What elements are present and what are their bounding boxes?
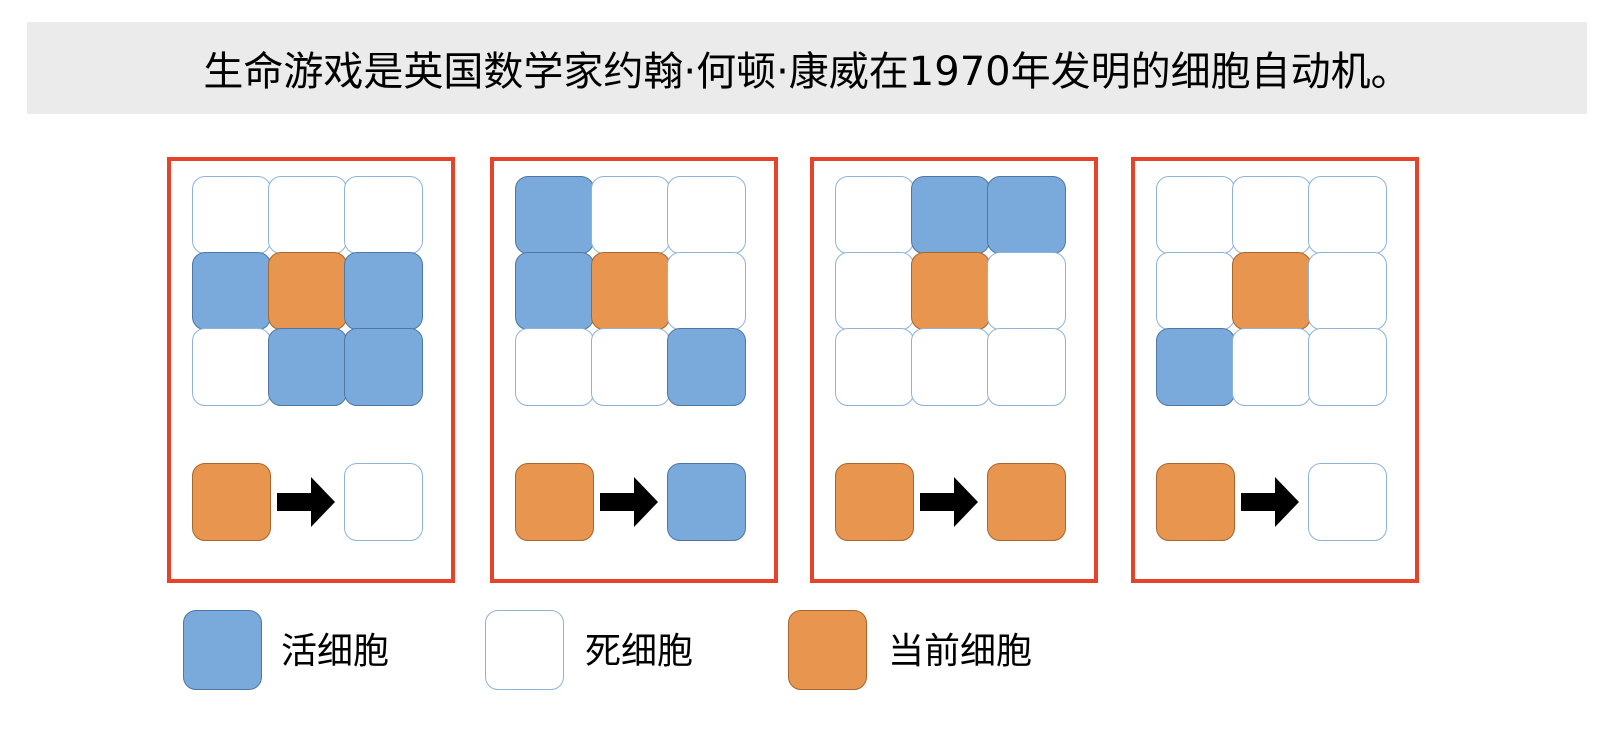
right-arrow-icon	[920, 477, 978, 527]
grid-cell-dead	[1156, 252, 1235, 330]
grid-cell-alive	[667, 328, 746, 406]
grid-cell-dead	[911, 328, 990, 406]
grid-cell-dead	[1308, 252, 1387, 330]
grid-cell-dead	[192, 328, 271, 406]
right-arrow-icon	[277, 477, 335, 527]
grid-cell-dead	[667, 176, 746, 254]
legend-label-alive: 活细胞	[281, 631, 390, 672]
grid-cell-dead	[1232, 176, 1311, 254]
grid-cell-alive	[344, 328, 423, 406]
grid-cell-dead	[1232, 328, 1311, 406]
grid-cell-dead	[591, 328, 670, 406]
grid-cell-dead	[268, 176, 347, 254]
grid-cell-current	[1232, 252, 1311, 330]
grid-cell-current	[591, 252, 670, 330]
grid-cell-alive	[987, 176, 1066, 254]
legend-label-current: 当前细胞	[888, 631, 1033, 672]
legend-swatch-current	[788, 610, 867, 690]
rule-from-cell	[1156, 463, 1235, 541]
rule-from-cell	[515, 463, 594, 541]
grid-cell-dead	[192, 176, 271, 254]
right-arrow-icon	[600, 477, 658, 527]
grid-cell-dead	[591, 176, 670, 254]
grid-cell-alive	[344, 252, 423, 330]
grid-cell-dead	[1308, 176, 1387, 254]
grid-cell-current	[911, 252, 990, 330]
grid-cell-alive	[192, 252, 271, 330]
rule-to-cell	[667, 463, 746, 541]
rule-from-cell	[835, 463, 914, 541]
grid-cell-dead	[1156, 176, 1235, 254]
rule-to-cell	[987, 463, 1066, 541]
grid-cell-dead	[515, 328, 594, 406]
rule-to-cell	[344, 463, 423, 541]
grid-cell-alive	[515, 176, 594, 254]
page-title: 生命游戏是英国数学家约翰·何顿·康威在1970年发明的细胞自动机。	[203, 49, 1411, 95]
grid-cell-dead	[987, 252, 1066, 330]
legend-swatch-dead	[485, 610, 564, 690]
grid-cell-dead	[987, 328, 1066, 406]
grid-cell-dead	[835, 176, 914, 254]
grid-cell-current	[268, 252, 347, 330]
title-bar: 生命游戏是英国数学家约翰·何顿·康威在1970年发明的细胞自动机。	[27, 22, 1587, 114]
right-arrow-icon	[1241, 477, 1299, 527]
rule-panel-1	[167, 157, 455, 583]
legend-label-dead: 死细胞	[585, 631, 694, 672]
grid-cell-alive	[1156, 328, 1235, 406]
grid-cell-alive	[911, 176, 990, 254]
grid-cell-dead	[835, 328, 914, 406]
grid-cell-dead	[835, 252, 914, 330]
rule-panel-3	[810, 157, 1098, 583]
legend-swatch-alive	[183, 610, 262, 690]
rule-from-cell	[192, 463, 271, 541]
grid-cell-dead	[344, 176, 423, 254]
grid-cell-alive	[268, 328, 347, 406]
grid-cell-dead	[1308, 328, 1387, 406]
grid-cell-alive	[515, 252, 594, 330]
rule-to-cell	[1308, 463, 1387, 541]
grid-cell-dead	[667, 252, 746, 330]
rule-panel-4	[1131, 157, 1419, 583]
rule-panel-2	[490, 157, 778, 583]
